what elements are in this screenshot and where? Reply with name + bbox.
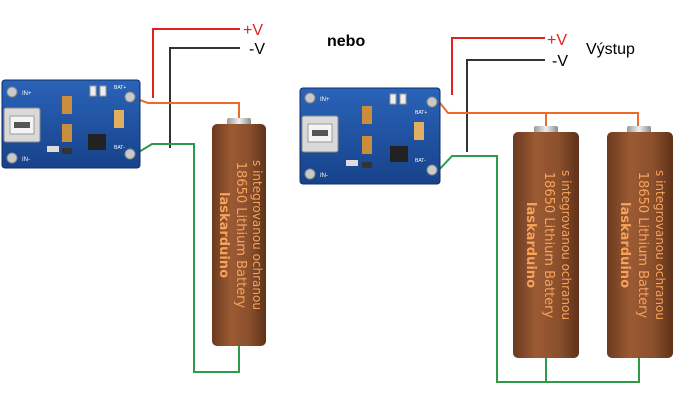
pin-label-in-plus: IN+ — [22, 91, 32, 97]
pad-in-plus — [304, 92, 316, 104]
battery-text-line1: s integrovanou ochranou — [250, 160, 264, 310]
left-orange-wire — [133, 97, 240, 120]
right-orange-wire — [435, 97, 639, 128]
right-plus-v-label: +V — [547, 32, 567, 49]
pin-label-in-minus: IN- — [22, 157, 30, 163]
output-label: Výstup — [586, 41, 635, 58]
battery-text-line2: 18650 Lithium Battery — [635, 172, 650, 319]
battery-body — [212, 124, 266, 346]
right-red-wire — [451, 37, 545, 95]
battery-body — [607, 132, 673, 358]
right-minus-v-label: -V — [552, 53, 568, 70]
left-charger-module: IN+ IN- BAT+ BAT- — [1, 79, 141, 169]
pad-bat-plus — [426, 96, 438, 108]
right-green-wire — [435, 155, 640, 383]
left-battery: s integrovanou ochranou 18650 Lithium Ba… — [212, 118, 266, 346]
led-red — [89, 85, 97, 97]
battery-text-line2: 18650 Lithium Battery — [233, 162, 248, 309]
pad-in-plus — [6, 86, 18, 98]
separator-label: nebo — [327, 33, 365, 50]
battery-body — [513, 132, 579, 358]
pad-in-minus — [6, 152, 18, 164]
left-black-wire — [169, 47, 240, 148]
left-minus-v-label: -V — [249, 41, 265, 58]
chip-ic — [390, 146, 408, 162]
left-circuit: IN+ IN- BAT+ BAT- s integrovanou ochrano… — [1, 22, 266, 373]
left-green-wire — [133, 143, 240, 373]
led-blue — [99, 85, 107, 97]
right-battery-2: s integrovanou ochranou 18650 Lithium Ba… — [607, 126, 673, 358]
chip-ic — [88, 134, 106, 150]
pad-in-minus — [304, 168, 316, 180]
pad-bat-plus — [124, 91, 136, 103]
led-blue — [399, 93, 407, 105]
right-circuit: IN+ IN- BAT+ BAT- s integrovanou ochrano… — [299, 32, 673, 383]
right-battery-1: s integrovanou ochranou 18650 Lithium Ba… — [513, 126, 579, 358]
pad-bat-minus — [426, 164, 438, 176]
battery-text-line2: 18650 Lithium Battery — [541, 172, 556, 319]
pin-label-bat-plus: BAT+ — [415, 110, 427, 116]
pin-label-bat-minus: BAT- — [415, 158, 426, 164]
battery-brand: laskarduino — [617, 202, 632, 288]
right-charger-module: IN+ IN- BAT+ BAT- — [299, 87, 441, 185]
battery-text-line1: s integrovanou ochranou — [653, 170, 667, 320]
led-red — [389, 93, 397, 105]
battery-text-line1: s integrovanou ochranou — [559, 170, 573, 320]
pad-bat-minus — [124, 148, 136, 160]
right-black-wire — [466, 59, 545, 152]
pin-label-bat-plus: BAT+ — [114, 85, 126, 91]
pin-label-in-minus: IN- — [320, 173, 328, 179]
left-red-wire — [152, 28, 240, 98]
pin-label-in-plus: IN+ — [320, 97, 330, 103]
battery-brand: laskarduino — [216, 192, 231, 278]
left-plus-v-label: +V — [243, 22, 263, 39]
battery-brand: laskarduino — [523, 202, 538, 288]
pin-label-bat-minus: BAT- — [114, 145, 125, 151]
